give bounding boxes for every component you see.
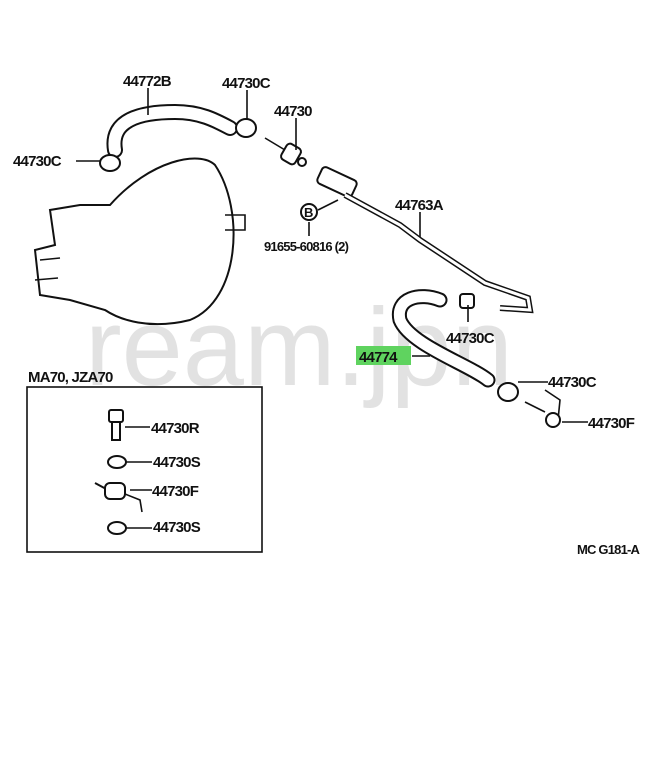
bolt-marker bbox=[300, 203, 318, 221]
inset-item-44730r[interactable]: 44730R bbox=[151, 420, 201, 437]
part-label-44763a[interactable]: 44763A bbox=[395, 197, 445, 214]
clamp-icon bbox=[497, 382, 519, 402]
inset-drawings bbox=[94, 409, 152, 535]
diagram-code: MC G181-A bbox=[577, 542, 641, 557]
inset-title: MA70, JZA70 bbox=[28, 369, 113, 386]
part-label-44730c[interactable]: 44730C bbox=[13, 153, 63, 170]
part-label-44730c[interactable]: 44730C bbox=[222, 75, 272, 92]
brake-booster-drawing bbox=[33, 157, 246, 326]
bracket-drawing bbox=[316, 166, 358, 198]
fitting-drawing bbox=[524, 389, 561, 428]
clamp-icon bbox=[459, 293, 475, 309]
highlight-44774 bbox=[356, 346, 411, 365]
part-label-44730c[interactable]: 44730C bbox=[446, 330, 496, 347]
part-label-91655-60816[interactable]: 91655-60816 (2) bbox=[264, 239, 349, 254]
part-label-44730f[interactable]: 44730F bbox=[588, 415, 636, 432]
inset-item-44730s[interactable]: 44730S bbox=[153, 454, 202, 471]
part-label-44774[interactable]: 44774 bbox=[359, 349, 399, 366]
inset-item-44730f[interactable]: 44730F bbox=[152, 483, 200, 500]
part-label-44730c[interactable]: 44730C bbox=[548, 374, 598, 391]
check-valve-drawing bbox=[264, 137, 307, 167]
bolt-marker-letter: B bbox=[304, 205, 313, 220]
inset-box bbox=[26, 386, 263, 553]
clamp-icon bbox=[235, 118, 257, 138]
part-label-44772b[interactable]: 44772B bbox=[123, 73, 173, 90]
clamp-icon bbox=[99, 154, 121, 172]
inset-item-44730s[interactable]: 44730S bbox=[153, 519, 202, 536]
part-label-44730[interactable]: 44730 bbox=[274, 103, 313, 120]
